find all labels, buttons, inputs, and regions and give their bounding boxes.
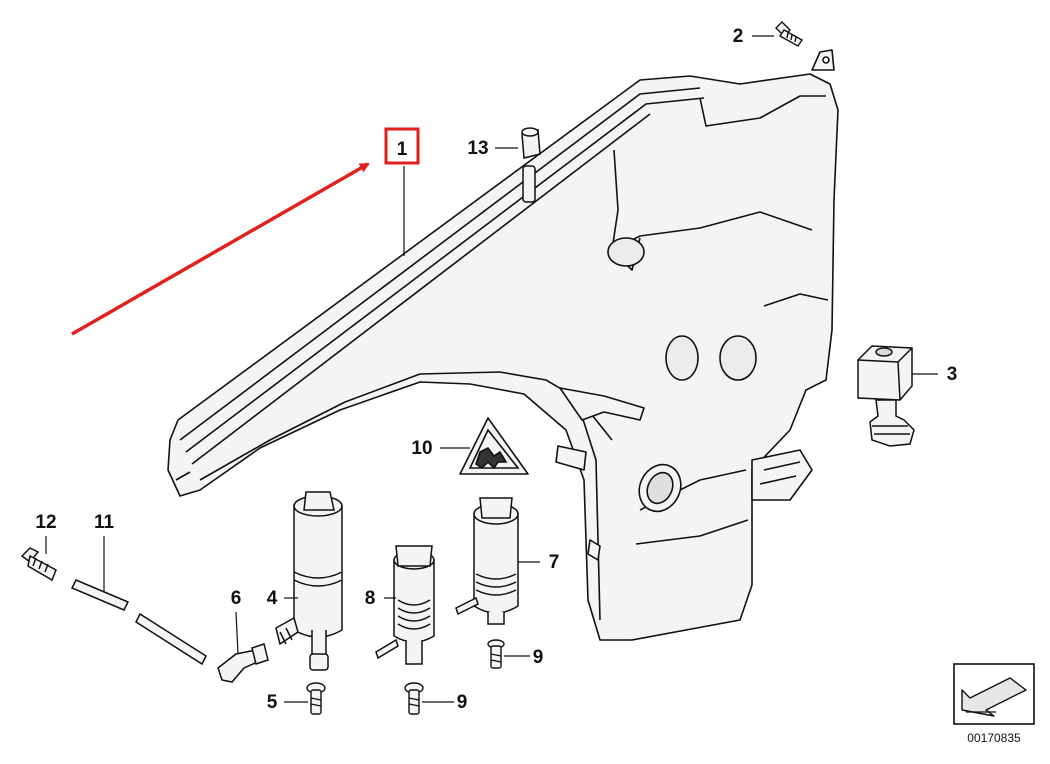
elbow-connector-part-6 [217, 643, 269, 683]
label-part-8: 8 [365, 588, 376, 609]
label-part-9-lower: 9 [457, 692, 468, 713]
label-part-2: 2 [733, 26, 744, 47]
arrow-icon [961, 677, 1027, 717]
label-part-4: 4 [267, 588, 278, 609]
label-part-7: 7 [549, 552, 560, 573]
cap-part-13 [521, 127, 541, 203]
label-part-13: 13 [467, 138, 488, 159]
screw-part-5 [306, 682, 326, 715]
label-part-3: 3 [947, 364, 958, 385]
label-part-9-upper: 9 [533, 647, 544, 668]
label-part-1: 1 [397, 139, 408, 160]
highlight-arrow [71, 162, 370, 336]
screw-part-9-lower [404, 682, 424, 715]
warning-label-part-10 [459, 417, 529, 475]
part-labels: 1 2 3 4 5 6 7 8 9 9 10 11 12 13 [35, 26, 957, 713]
washer-pump-part-4 [275, 491, 343, 671]
washer-pump-part-8 [375, 545, 435, 665]
label-part-6: 6 [231, 588, 242, 609]
label-part-5: 5 [267, 692, 278, 713]
washer-fluid-reservoir [167, 49, 839, 641]
hose-part-11 [70, 579, 207, 666]
label-part-12: 12 [35, 512, 56, 533]
document-number: 00170835 [967, 731, 1021, 745]
nipple-part-12 [20, 547, 57, 582]
level-sensor-part-3 [857, 345, 915, 447]
label-part-10: 10 [411, 438, 432, 459]
leader-lines [45, 35, 938, 703]
highlight-box [384, 127, 420, 165]
reference-symbol: 00170835 [953, 663, 1035, 745]
screw-part-9-upper [487, 639, 505, 669]
washer-pump-part-7 [455, 497, 519, 625]
label-part-11: 11 [94, 512, 115, 533]
bolt-part-2 [775, 21, 804, 47]
